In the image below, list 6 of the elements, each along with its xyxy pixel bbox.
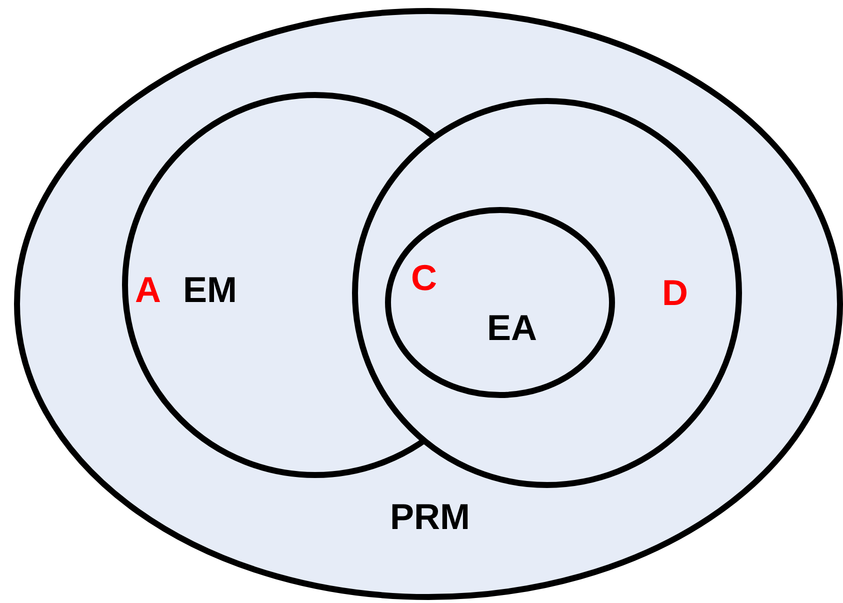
set-label: PRM <box>390 499 470 535</box>
region-label: D <box>662 275 688 311</box>
set-label: EM <box>183 272 237 308</box>
region-label: A <box>135 272 161 308</box>
set-label: EA <box>487 310 537 346</box>
region-label: C <box>411 260 437 296</box>
